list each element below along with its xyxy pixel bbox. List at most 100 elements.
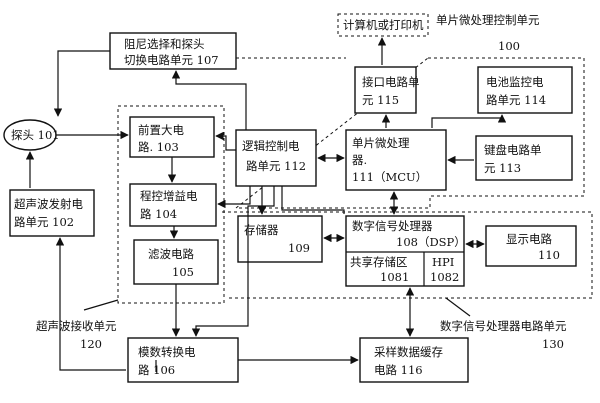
preamp-label-1: 前置大电 xyxy=(138,123,184,137)
dsp-label-1: 数字信号处理器 xyxy=(352,219,433,233)
display-label-1: 显示电路 xyxy=(506,232,552,246)
svg-text:键盘电路单: 键盘电路单 xyxy=(484,143,542,157)
sample-buffer-label-1: 采样数据缓存 xyxy=(374,345,443,359)
pga-label-1: 程控增益电 xyxy=(140,189,198,203)
dsp-unit-label-2: 130 xyxy=(542,337,564,351)
pga-label-2: 路 104 xyxy=(140,207,177,221)
svg-text:计算机或打印机: 计算机或打印机 xyxy=(343,18,424,32)
filter-label-2: 105 xyxy=(172,265,194,279)
interface-label-1: 接口电路单 xyxy=(362,75,420,89)
computer-printer-box xyxy=(337,13,429,37)
svg-text:超声波发射电: 超声波发射电 xyxy=(14,197,83,211)
adc-to-transmitter-line xyxy=(60,238,157,372)
transmitter-label-1: 超声波发射电 xyxy=(14,197,83,211)
logic-to-damping-line xyxy=(171,70,247,130)
receiver-unit-label-1: 超声波接收单元 xyxy=(36,319,117,333)
logic-to-adc-line xyxy=(191,186,275,337)
logic-to-pga-line xyxy=(217,186,251,209)
svg-text:数字信号处理器电路单元: 数字信号处理器电路单元 xyxy=(440,319,567,333)
dsp-label-2: 108（DSP） xyxy=(396,235,466,249)
receiver-unit-label-2: 120 xyxy=(80,337,102,351)
svg-text:切换电路单元 107: 切换电路单元 107 xyxy=(124,53,219,67)
svg-text:阻尼选择和探头: 阻尼选择和探头 xyxy=(124,37,205,51)
damping-label-2: 切换电路单元 107 xyxy=(124,53,219,67)
svg-text:采样数据缓存: 采样数据缓存 xyxy=(374,345,443,359)
dsp-label-leader xyxy=(445,297,471,317)
svg-text:超声波接收单元: 超声波接收单元 xyxy=(36,319,117,333)
svg-text:电池监控电: 电池监控电 xyxy=(486,75,544,89)
svg-text:程控增益电: 程控增益电 xyxy=(140,189,198,203)
svg-text:单片微处理: 单片微处理 xyxy=(352,136,410,150)
svg-text:100: 100 xyxy=(498,39,520,53)
svg-text:元 113: 元 113 xyxy=(484,161,521,175)
memory-box xyxy=(237,215,323,263)
svg-text:探头 101: 探头 101 xyxy=(11,128,60,142)
memory-label-1: 存储器 xyxy=(244,223,279,237)
svg-text:存储器: 存储器 xyxy=(244,223,279,237)
logic-control-box xyxy=(235,129,317,187)
hpi-label-1: HPI xyxy=(432,255,454,269)
preamp-box xyxy=(129,116,215,158)
battery-label-1: 电池监控电 xyxy=(486,75,544,89)
preamp-label-2: 路. 103 xyxy=(138,140,179,154)
receiver-label-leader xyxy=(83,299,119,311)
battery-monitor-box xyxy=(477,66,573,114)
mcu-label-3: 111（MCU） xyxy=(352,170,427,184)
svg-text:111（MCU）: 111（MCU） xyxy=(352,170,427,184)
svg-text:电路 116: 电路 116 xyxy=(374,363,423,377)
svg-text:器.: 器. xyxy=(352,153,367,167)
keyboard-label-2: 元 113 xyxy=(484,161,521,175)
svg-text:元 115: 元 115 xyxy=(362,93,399,107)
svg-text:1081: 1081 xyxy=(380,270,409,284)
svg-text:110: 110 xyxy=(538,248,560,262)
mcu-unit-label-2: 100 xyxy=(498,39,520,53)
transmitter-box xyxy=(9,189,95,237)
pga-box xyxy=(129,183,217,227)
svg-text:显示电路: 显示电路 xyxy=(506,232,552,246)
keyboard-box xyxy=(475,135,573,181)
svg-text:模数转换电: 模数转换电 xyxy=(138,345,196,359)
svg-text:路单元 112: 路单元 112 xyxy=(246,159,306,173)
memory-label-2: 109 xyxy=(288,241,310,255)
transmitter-label-2: 路单元 102 xyxy=(14,215,74,229)
shared-mem-label-1: 共享存储区 xyxy=(350,255,408,269)
svg-text:逻辑控制电: 逻辑控制电 xyxy=(242,139,300,153)
damping-switch-box xyxy=(109,32,237,70)
damping-label-1: 阻尼选择和探头 xyxy=(124,37,205,51)
svg-text:路 104: 路 104 xyxy=(140,207,177,221)
logic-label-2: 路单元 112 xyxy=(246,159,306,173)
logic-label-1: 逻辑控制电 xyxy=(242,139,300,153)
mcu-label-2: 器. xyxy=(352,153,367,167)
svg-text:HPI: HPI xyxy=(432,255,454,269)
svg-text:1082: 1082 xyxy=(430,270,459,284)
adc-box xyxy=(127,337,239,383)
adc-label-2: 路 106 xyxy=(138,363,175,377)
svg-text:108（DSP）: 108（DSP） xyxy=(396,235,466,249)
logic-to-preamp-line xyxy=(215,131,236,151)
interface-box xyxy=(354,66,417,114)
svg-text:接口电路单: 接口电路单 xyxy=(362,75,420,89)
keyboard-label-1: 键盘电路单 xyxy=(484,143,542,157)
svg-text:数字信号处理器: 数字信号处理器 xyxy=(352,219,433,233)
svg-text:单片微处理控制单元: 单片微处理控制单元 xyxy=(436,13,540,27)
filter-box xyxy=(133,239,219,285)
hpi-label-2: 1082 xyxy=(430,270,459,284)
svg-text:前置大电: 前置大电 xyxy=(138,123,184,137)
svg-text:120: 120 xyxy=(80,337,102,351)
mcu-to-battery-line xyxy=(431,114,507,128)
filter-label-1: 滤波电路 xyxy=(148,247,194,261)
sample-buffer-label-2: 电路 116 xyxy=(374,363,423,377)
display-label-2: 110 xyxy=(538,248,560,262)
svg-text:109: 109 xyxy=(288,241,310,255)
svg-text:共享存储区: 共享存储区 xyxy=(350,255,408,269)
svg-text:路单元 114: 路单元 114 xyxy=(486,93,546,107)
svg-text:路单元 102: 路单元 102 xyxy=(14,215,74,229)
computer-label: 计算机或打印机 xyxy=(343,18,424,32)
shared-mem-label-2: 1081 xyxy=(380,270,409,284)
probe-label: 探头 101 xyxy=(11,128,60,142)
mcu-box xyxy=(345,129,447,191)
sample-buffer-box xyxy=(359,337,469,383)
svg-text:路 106: 路 106 xyxy=(138,363,175,377)
damping-to-probe-line xyxy=(53,50,110,117)
